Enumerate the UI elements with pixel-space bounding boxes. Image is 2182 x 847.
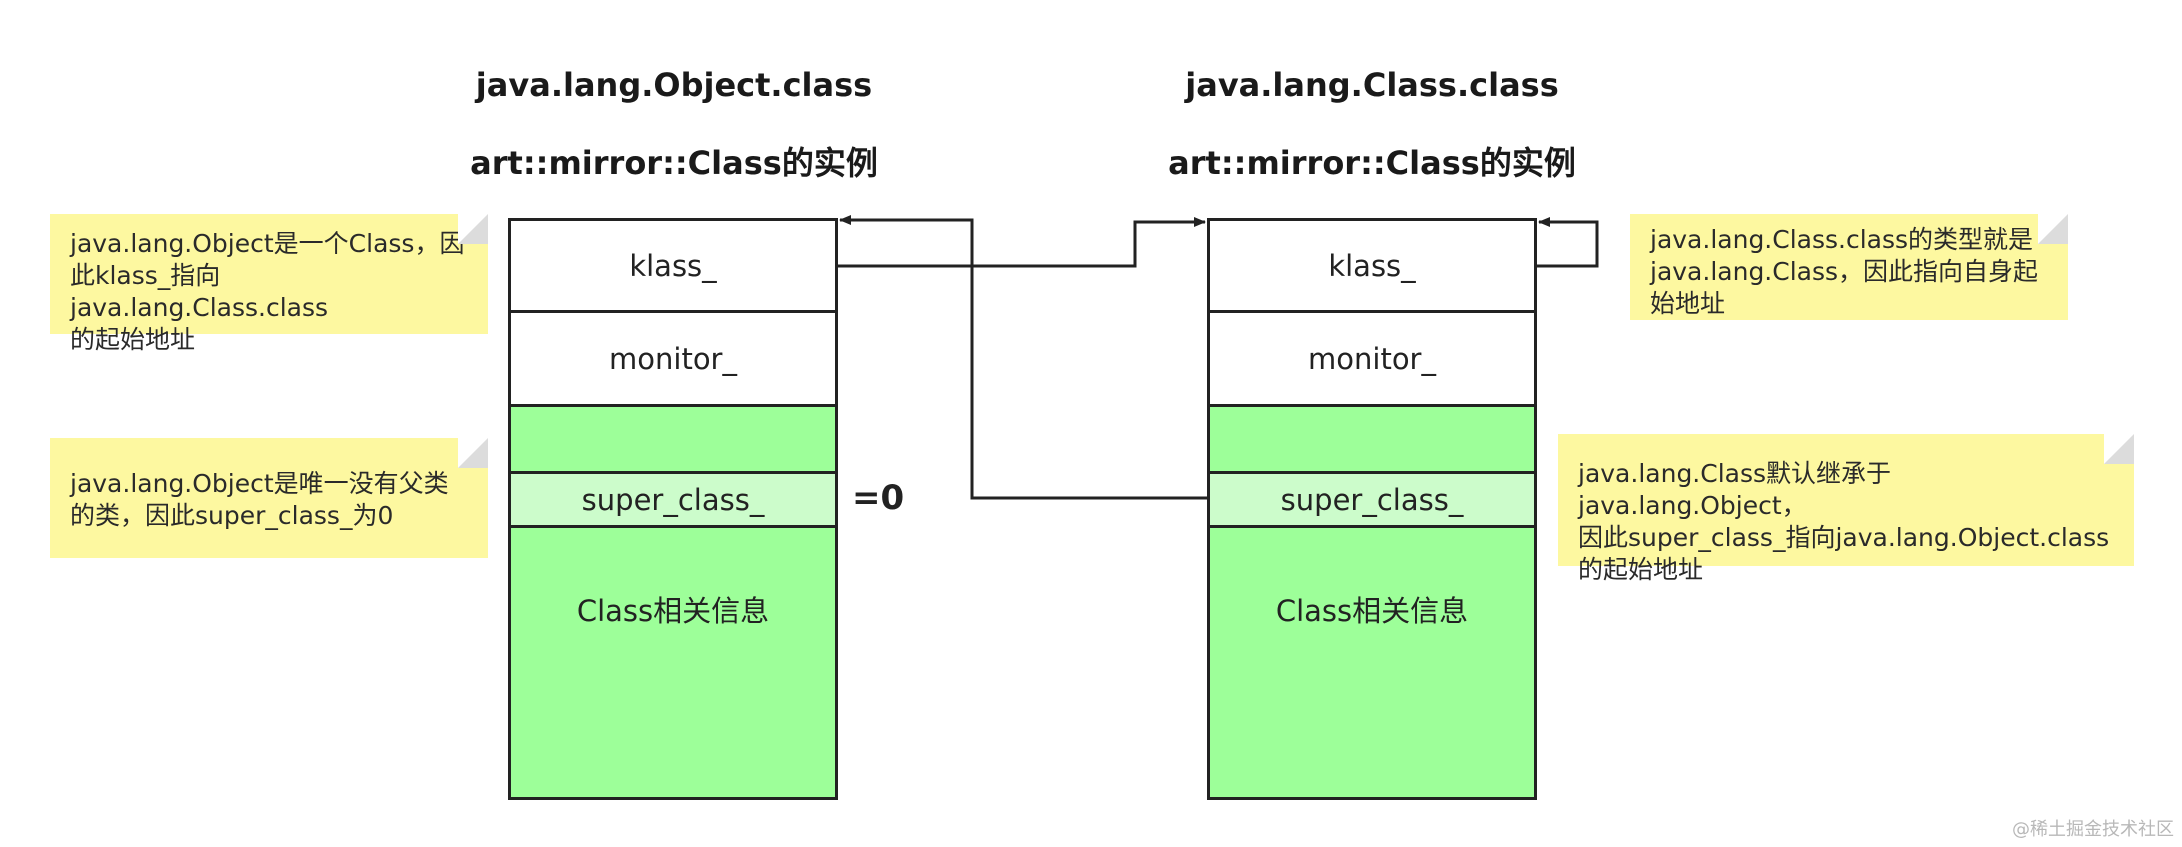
left-subtitle: art::mirror::Class的实例 bbox=[470, 144, 878, 182]
watermark: @稀土掘金技术社区 bbox=[2012, 819, 2174, 840]
note-object-klass-line-2: 此klass_指向java.lang.Class.class bbox=[70, 261, 329, 322]
note-class-super-line-2: 因此super_class_指向java.lang.Object.class bbox=[1578, 523, 2110, 552]
zero-label: =0 bbox=[852, 478, 905, 518]
right-monitor-field: monitor_ bbox=[1207, 310, 1537, 407]
note-fold-shadow bbox=[2038, 214, 2068, 244]
note-fold-shadow bbox=[458, 214, 488, 244]
left-class-info-field: Class相关信息 bbox=[508, 525, 838, 800]
note-class-klass-line-2: java.lang.Class，因此指向自身起 bbox=[1650, 257, 2039, 286]
note-class-super: java.lang.Class默认继承于java.lang.Object， 因此… bbox=[1558, 434, 2134, 584]
right-title: java.lang.Class.class bbox=[1185, 66, 1559, 104]
note-fold-shadow bbox=[2104, 434, 2134, 464]
note-object-klass: java.lang.Object是一个Class，因 此klass_指向java… bbox=[50, 214, 488, 354]
right-super-class-field: super_class_ bbox=[1207, 471, 1537, 528]
arrow-object-klass-to-class bbox=[838, 217, 1206, 268]
left-title: java.lang.Object.class bbox=[475, 66, 873, 104]
right-class-info-field: Class相关信息 bbox=[1207, 525, 1537, 800]
note-object-klass-line-3: 的起始地址 bbox=[70, 325, 196, 354]
note-class-klass-line-3: 始地址 bbox=[1650, 289, 1726, 318]
arrow-class-klass-self bbox=[1537, 217, 1599, 268]
note-object-super-line-2: 的类，因此super_class_为0 bbox=[70, 501, 394, 530]
note-fold-shadow bbox=[458, 438, 488, 468]
note-object-super-line-1: java.lang.Object是唯一没有父类 bbox=[70, 469, 449, 498]
left-klass-field: klass_ bbox=[508, 218, 838, 313]
note-class-super-line-3: 的起始地址 bbox=[1578, 555, 1704, 584]
arrow-class-super-to-object bbox=[839, 215, 1207, 500]
note-object-klass-line-1: java.lang.Object是一个Class，因 bbox=[70, 229, 465, 258]
note-object-super: java.lang.Object是唯一没有父类 的类，因此super_class… bbox=[50, 438, 488, 558]
right-subtitle: art::mirror::Class的实例 bbox=[1168, 144, 1576, 182]
note-class-super-line-1: java.lang.Class默认继承于java.lang.Object， bbox=[1578, 459, 1892, 520]
note-class-klass: java.lang.Class.class的类型就是 java.lang.Cla… bbox=[1630, 214, 2068, 320]
note-class-klass-line-1: java.lang.Class.class的类型就是 bbox=[1650, 225, 2034, 254]
